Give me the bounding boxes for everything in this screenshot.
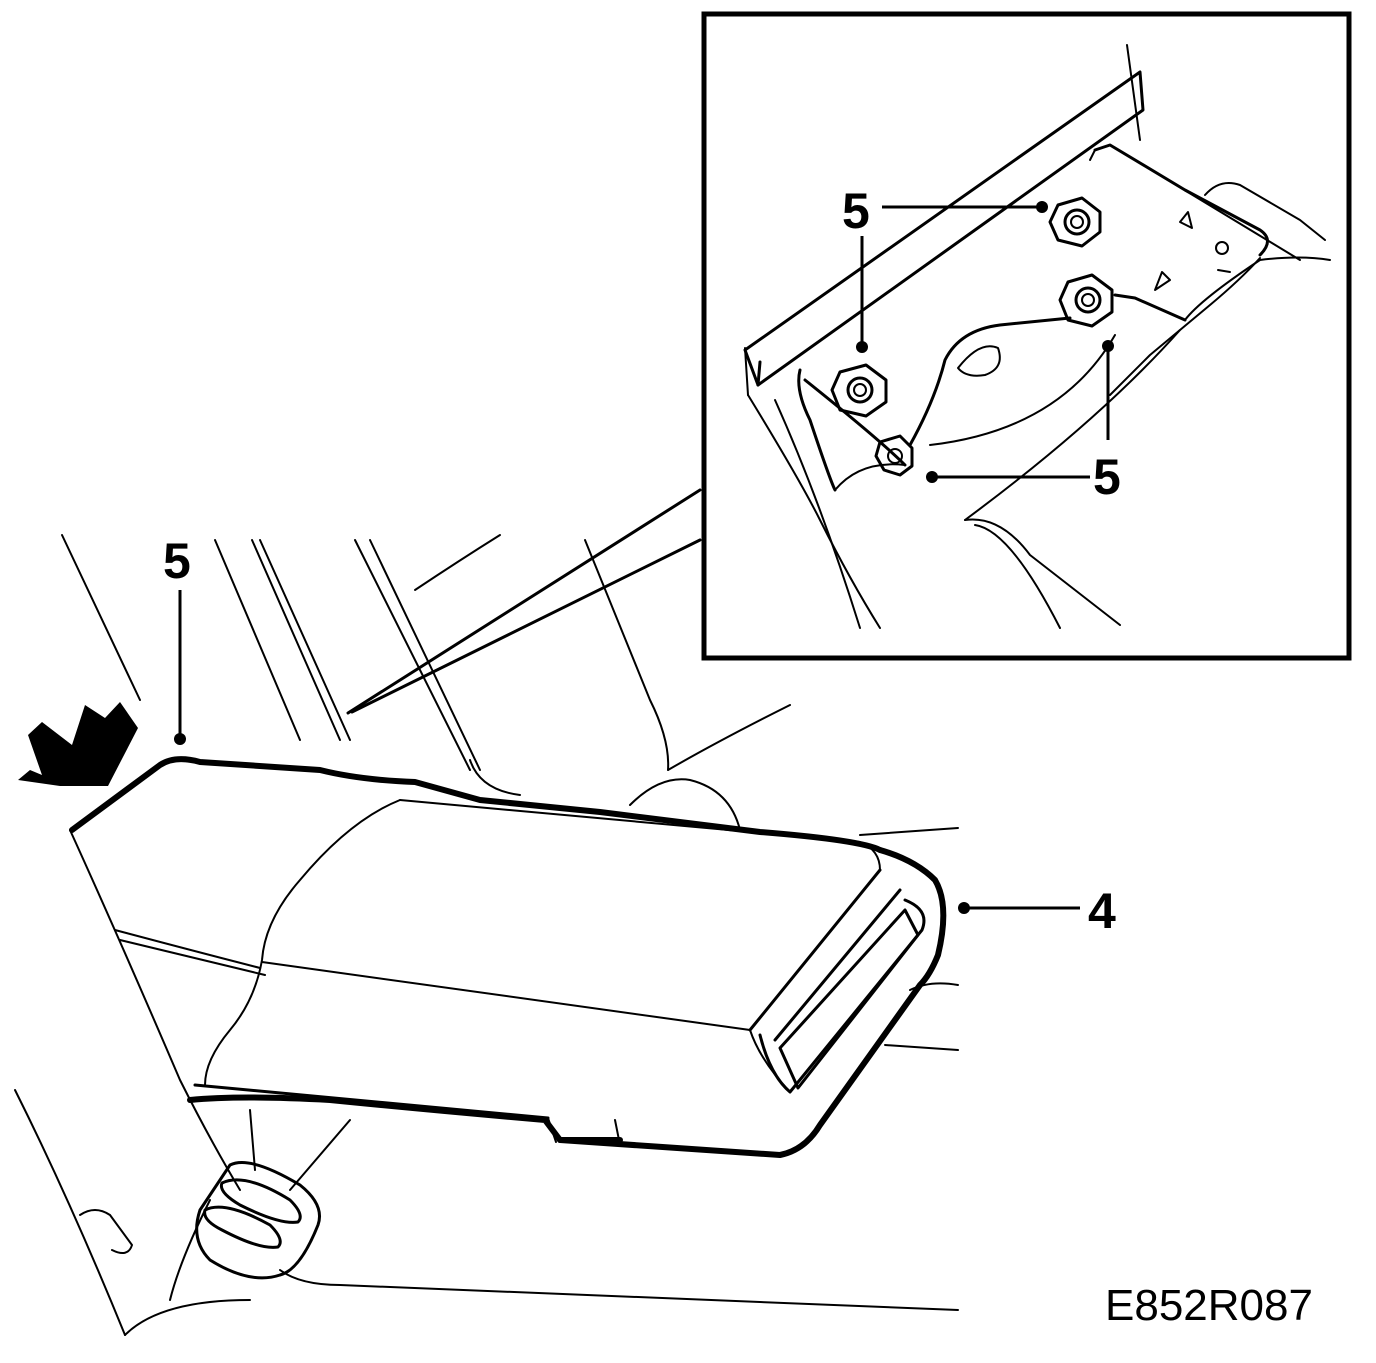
direction-arrow-icon: [18, 702, 138, 786]
rear-seat-illustration: [14, 534, 959, 1336]
seat-belt-buckle: [195, 1161, 321, 1280]
callout-4-armrest: 4: [1088, 883, 1116, 939]
callout-5-detail-top: 5: [842, 183, 870, 239]
callout-5-main: 5: [163, 533, 191, 589]
nut-icon: [874, 434, 914, 477]
nut-icon: [1048, 196, 1102, 248]
nut-icon: [830, 363, 888, 418]
callout-5-detail-right: 5: [1093, 449, 1121, 505]
figure-code: E852R087: [1105, 1281, 1313, 1330]
armrest: [187, 799, 947, 1158]
detail-inset: 5 5: [701, 11, 1352, 661]
nut-icon: [1058, 273, 1114, 328]
